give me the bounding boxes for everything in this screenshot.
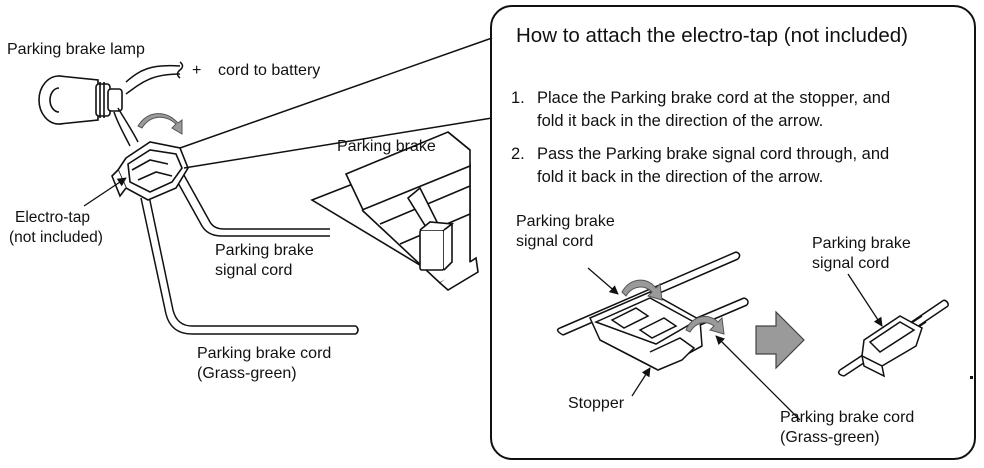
after-cord-label-1: Parking brake cord (780, 409, 915, 426)
before-signal-label-1: Parking brake (516, 213, 615, 230)
tap-label-2: (not included) (9, 229, 103, 246)
step-1-num: 1. (511, 89, 525, 107)
battery-wires (125, 61, 184, 95)
instruction-panel (490, 5, 976, 460)
electro-tap-pointer (83, 177, 127, 207)
lamp-wires (113, 107, 139, 147)
signal-cord (161, 149, 330, 237)
parking-brake-icon (310, 131, 479, 291)
stopper-label: Stopper (568, 395, 625, 412)
step-2-line-1: Pass the Parking brake signal cord throu… (537, 145, 890, 163)
before-signal-label-2: signal cord (516, 233, 594, 250)
step-1-line-1: Place the Parking brake cord at the stop… (537, 89, 891, 107)
lamp-icon (38, 75, 123, 125)
brake-label: Parking brake (337, 138, 436, 155)
after-signal-label-1: Parking brake (812, 235, 911, 252)
panel-pointers (587, 267, 883, 421)
step-2: 2. Pass the Parking brake signal cord thr… (511, 143, 889, 189)
panel-title: How to attach the electro-tap (not inclu… (516, 24, 908, 47)
cord-label-2: (Grass-green) (197, 365, 297, 382)
step-1-line-2: fold it back in the direction of the arr… (537, 112, 824, 130)
battery-label: cord to battery (218, 62, 321, 79)
lamp-label: Parking brake lamp (7, 41, 145, 58)
before-fold-arrow-1-icon (621, 279, 663, 301)
stray-dot (970, 376, 973, 379)
fold-arrow-icon (137, 113, 183, 135)
signal-label-1: Parking brake (215, 242, 314, 259)
cord-label-1: Parking brake cord (197, 345, 332, 362)
electro-tap-icon (111, 141, 189, 201)
after-tap-icon (860, 315, 923, 378)
direction-arrow-icon (755, 310, 805, 370)
step-2-num: 2. (511, 145, 525, 163)
signal-label-2: signal cord (215, 262, 293, 279)
callout-lines (179, 37, 493, 169)
plus-sign: + (192, 62, 202, 79)
tap-label-1: Electro-tap (15, 209, 90, 226)
brake-cord (140, 195, 359, 335)
step-2-line-2: fold it back in the direction of the arr… (537, 168, 824, 186)
after-signal-label-2: signal cord (812, 255, 890, 272)
before-fold-arrow-2-icon (685, 315, 725, 335)
after-cord-label-2: (Grass-green) (780, 429, 880, 446)
step-1: 1. Place the Parking brake cord at the st… (511, 87, 890, 133)
